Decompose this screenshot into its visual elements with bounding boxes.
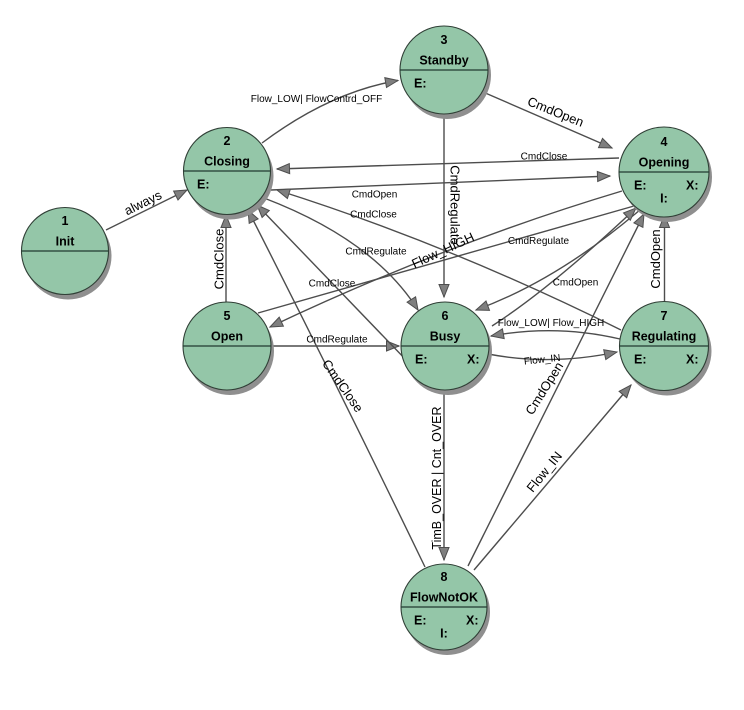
svg-text:X:: X:: [466, 614, 479, 628]
svg-text:CmdRegulate: CmdRegulate: [345, 247, 407, 258]
svg-text:E:: E:: [197, 178, 210, 192]
svg-text:X:: X:: [686, 353, 699, 367]
svg-text:Flow_LOW| FlowContrd_OFF: Flow_LOW| FlowContrd_OFF: [251, 94, 383, 105]
svg-text:E:: E:: [634, 179, 647, 193]
svg-text:I:: I:: [440, 627, 448, 641]
svg-text:CmdOpen: CmdOpen: [553, 278, 599, 289]
svg-text:TimB_OVER | Cnt_OVER: TimB_OVER | Cnt_OVER: [430, 406, 444, 549]
svg-text:CmdRegulate: CmdRegulate: [447, 165, 462, 245]
svg-text:CmdOpen: CmdOpen: [352, 190, 398, 201]
svg-text:CmdOpen: CmdOpen: [648, 229, 663, 288]
svg-text:X:: X:: [686, 179, 699, 193]
svg-text:Busy: Busy: [430, 330, 461, 344]
svg-text:Init: Init: [56, 235, 76, 249]
svg-text:3: 3: [441, 33, 448, 47]
svg-text:Closing: Closing: [204, 155, 250, 169]
svg-text:Opening: Opening: [639, 156, 690, 170]
svg-text:E:: E:: [415, 353, 428, 367]
svg-text:7: 7: [661, 309, 668, 323]
svg-text:4: 4: [661, 135, 668, 149]
svg-text:1: 1: [62, 214, 69, 228]
svg-text:CmdClose: CmdClose: [309, 279, 356, 290]
svg-text:I:: I:: [660, 192, 668, 206]
svg-text:FlowNotOK: FlowNotOK: [410, 591, 478, 605]
svg-text:CmdClose: CmdClose: [521, 152, 568, 163]
svg-text:X:: X:: [467, 353, 480, 367]
svg-text:E:: E:: [414, 614, 427, 628]
svg-text:E:: E:: [634, 353, 647, 367]
svg-text:E:: E:: [414, 77, 427, 91]
svg-text:Open: Open: [211, 330, 243, 344]
svg-text:8: 8: [441, 570, 448, 584]
svg-text:CmdClose: CmdClose: [350, 210, 397, 221]
svg-text:Flow_IN: Flow_IN: [523, 353, 561, 368]
svg-text:5: 5: [224, 309, 231, 323]
svg-text:CmdClose: CmdClose: [212, 229, 227, 290]
svg-text:Flow_LOW| Flow_HIGH: Flow_LOW| Flow_HIGH: [498, 318, 605, 329]
svg-text:Standby: Standby: [419, 54, 468, 68]
svg-text:6: 6: [442, 309, 449, 323]
svg-text:CmdRegulate: CmdRegulate: [306, 335, 368, 346]
svg-text:Regulating: Regulating: [632, 330, 697, 344]
svg-text:2: 2: [224, 134, 231, 148]
svg-text:CmdRegulate: CmdRegulate: [508, 236, 570, 247]
